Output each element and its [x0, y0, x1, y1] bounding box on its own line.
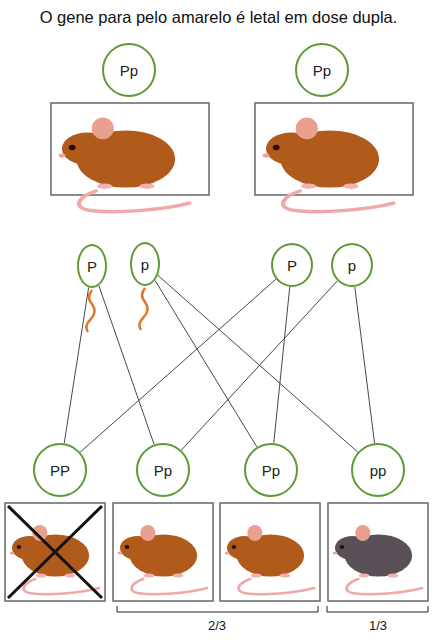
title: O gene para pelo amarelo é letal em dose…	[40, 8, 398, 27]
gamete-connector	[355, 287, 375, 443]
yellow-mouse	[263, 118, 394, 212]
gamete-connector	[99, 286, 154, 445]
yellow-mouse	[118, 525, 207, 594]
gamete-connector	[274, 287, 290, 443]
bracket	[117, 606, 318, 612]
genotype-text: Pp	[120, 62, 138, 79]
genotype-text: Pp	[313, 62, 331, 79]
picture-frame	[5, 503, 105, 601]
gamete-circle: P	[271, 243, 313, 287]
proportion-label: 1/3	[369, 618, 387, 633]
genotype-text: Pp	[262, 462, 280, 479]
offspring-genotype-circle: Pp	[244, 443, 298, 497]
gamete-connector	[181, 281, 337, 450]
proportion-label: 2/3	[208, 618, 226, 633]
genotype-text: Pp	[154, 462, 172, 479]
genotype-text: P	[87, 258, 97, 275]
offspring-genotype-circle: pp	[351, 443, 405, 497]
parent-genotype-circle: Pp	[295, 43, 349, 97]
gamete-connector	[64, 287, 88, 443]
genotype-text: PP	[50, 462, 70, 479]
cross-mark	[8, 506, 102, 598]
genotype-text: pp	[370, 462, 387, 479]
gamete-connector	[158, 275, 358, 452]
sperm-tail	[139, 288, 147, 330]
gamete-circle: P	[77, 244, 107, 288]
gamete-connector	[155, 280, 257, 447]
genotype-text: p	[348, 257, 356, 274]
picture-frame	[328, 503, 428, 601]
picture-frame	[113, 503, 213, 601]
offspring-genotype-circle: PP	[33, 443, 87, 497]
gray-mouse	[333, 525, 422, 594]
gamete-circle: p	[331, 243, 373, 287]
yellow-mouse	[59, 118, 190, 212]
picture-frame	[220, 503, 320, 601]
genotype-text: p	[141, 256, 149, 273]
genotype-text: P	[287, 257, 297, 274]
parent-genotype-circle: Pp	[102, 43, 156, 97]
bracket	[327, 606, 428, 612]
gamete-circle: p	[130, 242, 160, 286]
offspring-genotype-circle: Pp	[136, 443, 190, 497]
gamete-connector	[80, 279, 276, 452]
yellow-mouse	[225, 525, 314, 594]
